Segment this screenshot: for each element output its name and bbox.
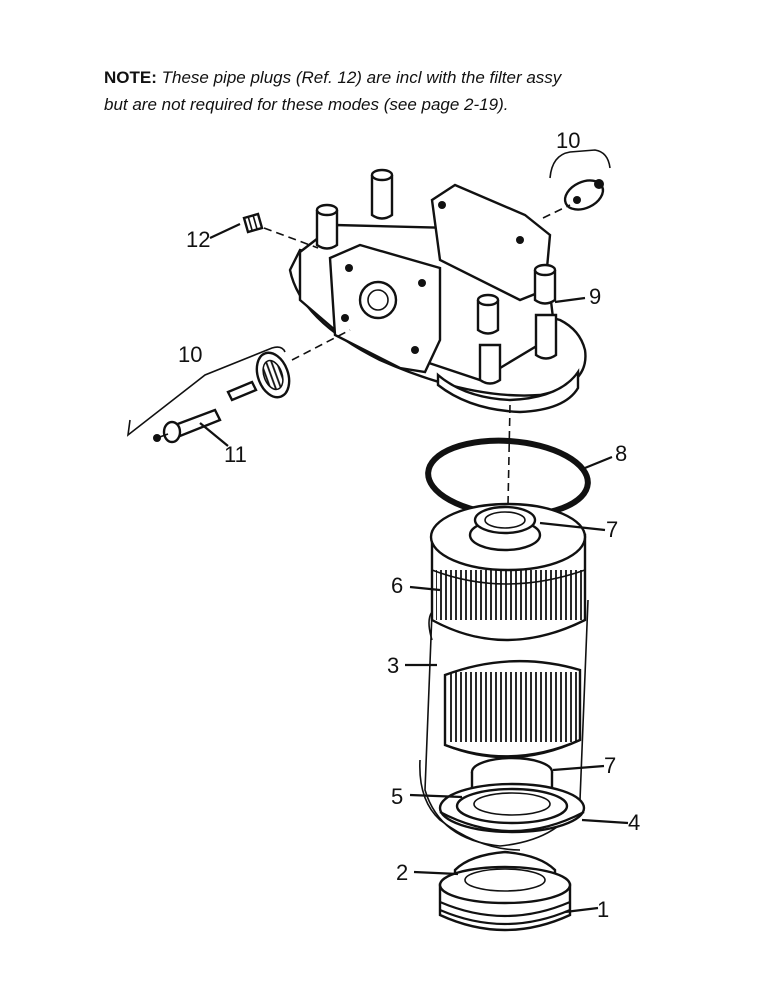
ref-8: 8 (615, 441, 627, 466)
pipe-plug (242, 212, 319, 249)
ref-3: 3 (387, 653, 399, 678)
ref-1: 1 (597, 897, 609, 922)
ref-11: 11 (224, 442, 247, 467)
ref-12: 12 (186, 227, 210, 252)
ref-6: 6 (391, 573, 403, 598)
note-line-2: but are not required for these modes (se… (104, 95, 509, 114)
filter-element (429, 502, 587, 759)
ref-7-bottom: 7 (604, 753, 616, 778)
ref-9: 9 (589, 284, 601, 309)
left-fitting (153, 329, 351, 444)
top-fitting (542, 179, 605, 219)
port-bosses (315, 168, 558, 385)
ref-10-left: 10 (178, 342, 202, 367)
ref-5: 5 (391, 784, 403, 809)
ref-4: 4 (628, 810, 640, 835)
reference-labels: 10 12 9 10 11 8 7 6 3 7 5 4 2 1 (178, 128, 640, 922)
lower-seal-stack (438, 756, 586, 834)
ref-2: 2 (396, 860, 408, 885)
ref-10-top: 10 (556, 128, 580, 153)
base-assembly (438, 850, 572, 932)
note-heading: NOTE: (104, 68, 157, 87)
diagram-note: NOTE: These pipe plugs (Ref. 12) are inc… (104, 64, 724, 118)
leader-lines (126, 149, 629, 914)
ref-7-top: 7 (606, 517, 618, 542)
note-line-1: These pipe plugs (Ref. 12) are incl with… (161, 68, 562, 87)
filter-head (288, 168, 587, 414)
